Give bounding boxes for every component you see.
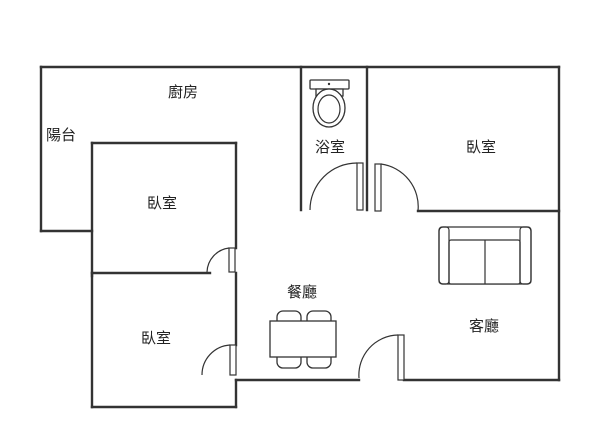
room-label-bedroom-top-right: 臥室 bbox=[466, 138, 496, 156]
toilet-icon bbox=[309, 79, 350, 128]
room-label-bedroom-middle-left: 臥室 bbox=[147, 194, 177, 212]
dining-table-icon bbox=[269, 310, 337, 369]
door-bedroom-middle-left bbox=[206, 247, 236, 273]
door-bedroom-top-right bbox=[374, 163, 419, 212]
room-label-kitchen: 廚房 bbox=[168, 83, 198, 101]
room-label-bathroom: 浴室 bbox=[315, 138, 345, 156]
door-bedroom-bottom-left bbox=[201, 344, 237, 376]
room-label-balcony: 陽台 bbox=[46, 126, 76, 144]
sofa-icon bbox=[438, 226, 532, 285]
room-label-dining: 餐廳 bbox=[287, 283, 317, 301]
bedroom-middle-left-walls bbox=[90, 141, 238, 278]
bathroom-walls bbox=[299, 65, 369, 212]
bedroom-bottom-left-walls bbox=[90, 271, 238, 409]
door-bathroom bbox=[309, 162, 364, 211]
room-label-bedroom-bottom-left: 臥室 bbox=[141, 329, 171, 347]
door-entrance bbox=[358, 334, 405, 381]
room-label-living: 客廳 bbox=[469, 317, 499, 335]
